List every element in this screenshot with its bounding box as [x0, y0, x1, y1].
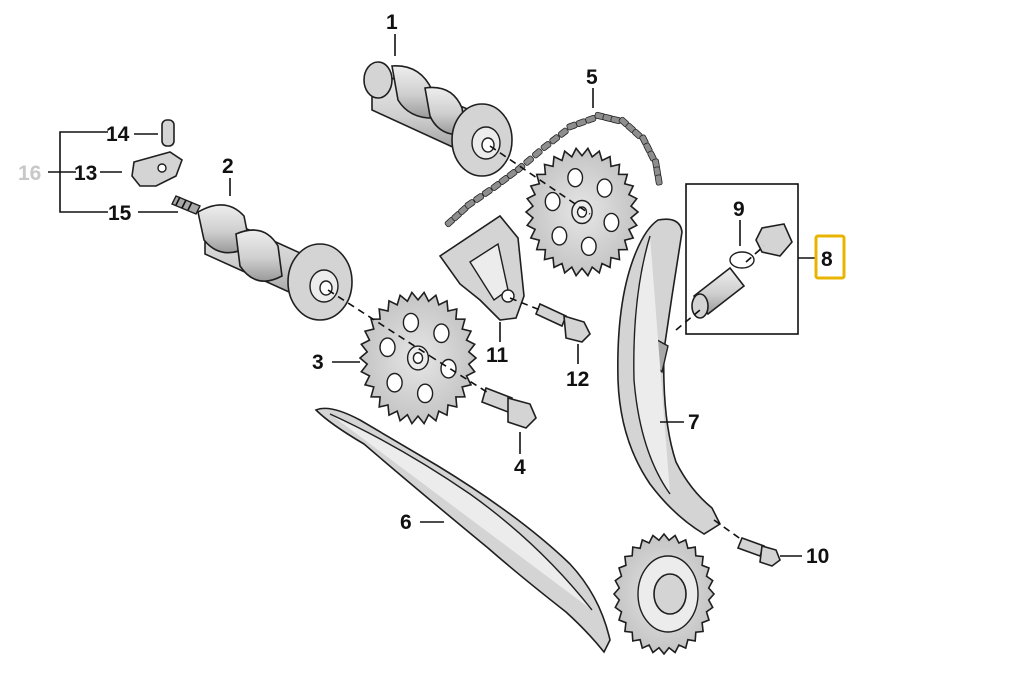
highlight-8	[814, 234, 846, 280]
callout-14: 14	[106, 123, 130, 146]
sprocket-upper-hole	[596, 178, 613, 198]
axis-tensioner	[675, 309, 701, 331]
callout-13: 13	[74, 162, 97, 185]
callout-10: 10	[806, 545, 829, 568]
callout-7: 7	[688, 411, 700, 434]
sprocket-upper-hole	[551, 226, 568, 246]
sprocket-upper	[524, 146, 640, 278]
sprocket-3-hole	[433, 323, 450, 344]
callout-12: 12	[566, 368, 589, 391]
sprocket-upper-hole	[544, 191, 561, 212]
sprocket-upper-hole	[567, 167, 584, 188]
sprocket-3-hole	[386, 372, 403, 393]
callout-8: 8	[821, 248, 833, 271]
callout-4: 4	[514, 456, 526, 479]
chain-link	[557, 127, 569, 138]
pin-14	[161, 119, 175, 147]
chain-link	[531, 148, 543, 159]
guide-rail-6	[314, 407, 611, 654]
tensioner-rail-7	[617, 218, 722, 535]
sprocket-upper-hole	[580, 236, 597, 257]
spring-15	[171, 195, 201, 215]
callout-3: 3	[312, 351, 324, 374]
assembly-box-8	[685, 183, 799, 335]
chain-guide-11	[438, 214, 525, 321]
bolt-4	[481, 386, 537, 429]
sprocket-3-hole	[402, 312, 420, 333]
callout-15: 15	[108, 202, 132, 225]
rocker-13	[131, 151, 183, 187]
camshaft-lower	[197, 204, 353, 321]
crank-gear-hub	[653, 573, 687, 615]
timing-chain	[444, 111, 663, 228]
chain-link	[464, 199, 476, 209]
chain-link	[540, 140, 552, 152]
chain-link	[473, 193, 485, 203]
camshaft-upper	[363, 61, 513, 177]
axis-bolt-10	[713, 519, 743, 541]
callout-2: 2	[222, 155, 234, 178]
bolt-10	[736, 536, 781, 567]
sprocket-3-bore	[412, 352, 424, 365]
callout-5: 5	[586, 66, 598, 89]
chain-link	[654, 174, 663, 186]
axis-plug	[745, 245, 765, 263]
chain-link	[481, 187, 493, 197]
sprocket-3-hole	[416, 383, 434, 404]
callout-6: 6	[400, 511, 412, 534]
axis-upper	[489, 145, 591, 215]
sprocket-3	[358, 290, 478, 426]
axis-bolt-12	[509, 297, 541, 311]
tensioner-piston-9	[691, 223, 793, 319]
axis-lower	[327, 289, 431, 357]
chain-link	[523, 155, 535, 166]
crank-gear	[612, 532, 716, 656]
callout-9: 9	[733, 198, 745, 221]
callout-11: 11	[486, 344, 509, 367]
sprocket-3-hole	[379, 337, 396, 358]
callout-1: 1	[386, 11, 398, 34]
sprocket-upper-hole	[603, 212, 620, 233]
chain-link	[514, 162, 526, 174]
sprocket-3-hole	[440, 358, 457, 379]
callout-16: 16	[18, 162, 41, 185]
chain-link	[549, 134, 561, 145]
bolt-12	[534, 302, 591, 343]
